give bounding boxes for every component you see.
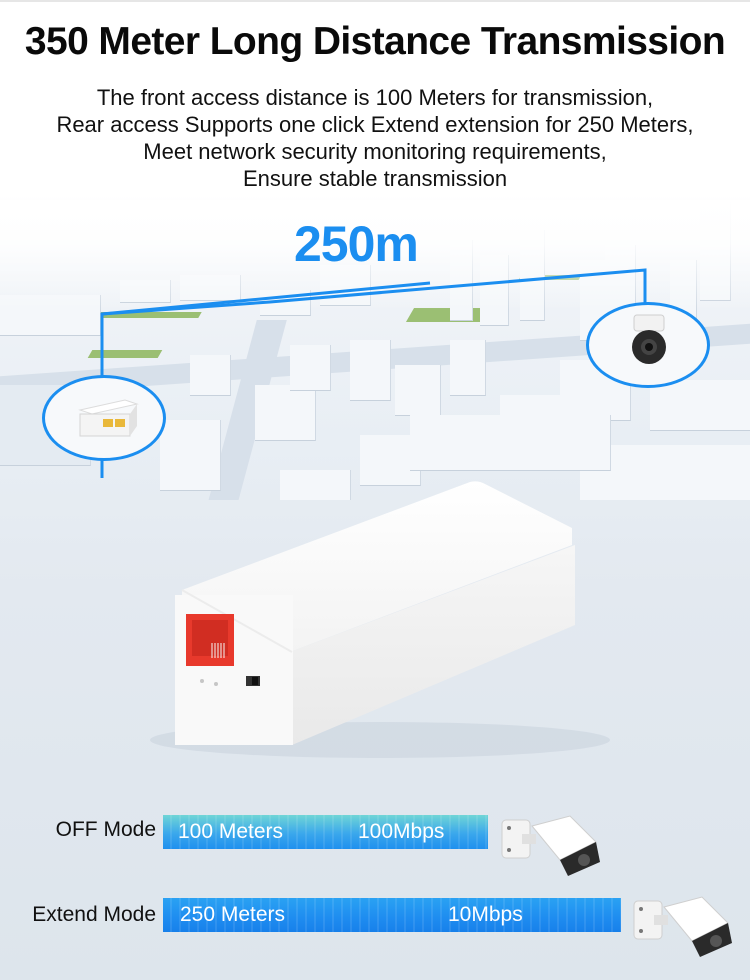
bullet-camera-icon	[633, 896, 732, 957]
bullet-camera-icon	[501, 815, 600, 876]
camera-bubble	[586, 302, 710, 388]
off-mode-bar: 100 Meters 100Mbps	[163, 815, 488, 849]
extend-mode-speed: 10Mbps	[448, 903, 523, 926]
top-divider	[0, 0, 750, 2]
off-mode-label: OFF Mode	[55, 818, 156, 841]
off-mode-speed: 100Mbps	[358, 820, 445, 843]
extender-bubble	[42, 375, 166, 461]
extend-mode-bar: 250 Meters 10Mbps	[163, 898, 621, 932]
subtitle-line: The front access distance is 100 Meters …	[96, 85, 654, 110]
subtitle-line: Rear access Supports one click Extend ex…	[56, 112, 694, 137]
ptz-dome-camera-icon	[632, 314, 666, 364]
extend-mode-distance: 250 Meters	[180, 903, 286, 926]
poe-extender-icon	[78, 399, 139, 437]
distance-label: 250m	[294, 216, 419, 272]
off-mode-distance: 100 Meters	[178, 820, 284, 843]
poe-extender-device-icon	[150, 481, 610, 758]
page-title: 350 Meter Long Distance Transmission	[24, 20, 726, 63]
subtitle-line: Ensure stable transmission	[242, 166, 508, 191]
subtitle: The front access distance is 100 Meters …	[0, 84, 750, 192]
extend-mode-label: Extend Mode	[32, 903, 156, 926]
subtitle-line: Meet network security monitoring require…	[143, 139, 607, 164]
connection-line	[100, 268, 647, 478]
